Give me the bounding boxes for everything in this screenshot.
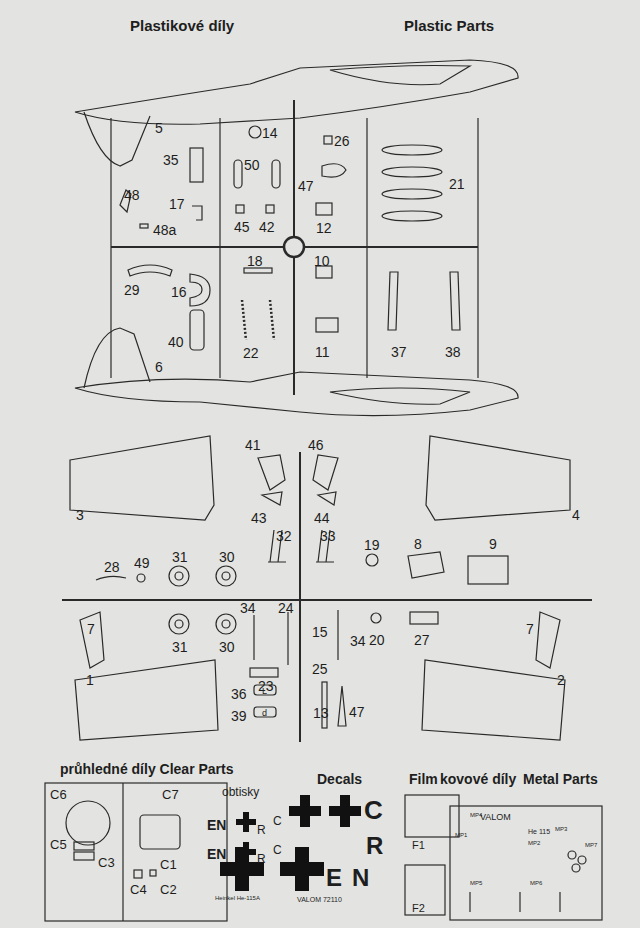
callout-number: C6	[50, 788, 67, 801]
callout-number: 43	[251, 511, 267, 525]
callout-number: 46	[308, 438, 324, 452]
callout-number: 29	[124, 283, 140, 297]
callout-number: 38	[445, 345, 461, 359]
callout-number: R	[257, 824, 266, 836]
callout-number: 26	[334, 134, 350, 148]
callout-number: 31	[172, 640, 188, 654]
section-heading: EN	[207, 818, 226, 832]
callout-number: 9	[489, 537, 497, 551]
callout-number: 22	[243, 346, 259, 360]
section-heading: E	[326, 866, 342, 890]
callout-number: MP1	[455, 832, 467, 838]
callout-number: C2	[160, 883, 177, 896]
callout-number: C4	[130, 883, 147, 896]
callout-number: 19	[364, 538, 380, 552]
callout-number: 7	[526, 622, 534, 636]
section-heading: R	[366, 834, 383, 858]
callout-number: 10	[314, 254, 330, 268]
section-heading: N	[352, 866, 369, 890]
callout-number: 31	[172, 550, 188, 564]
callout-number: 30	[219, 550, 235, 564]
callout-number: VALOM	[480, 813, 511, 822]
callout-number: d	[262, 709, 267, 718]
section-heading: C	[364, 797, 383, 823]
section-heading: EN	[207, 847, 226, 861]
callout-number: 18	[247, 254, 263, 268]
callout-number: F2	[412, 903, 425, 914]
callout-number: 28	[104, 560, 120, 574]
callout-number: C5	[50, 838, 67, 851]
callout-number: 11	[315, 345, 330, 359]
callout-number: 39	[231, 709, 247, 723]
callout-number: MP7	[585, 842, 597, 848]
callout-number: 2	[557, 673, 565, 687]
callout-number: C	[273, 844, 282, 856]
callout-number: MP6	[530, 880, 542, 886]
callout-number: L	[262, 687, 267, 696]
sprue-frame	[111, 100, 478, 395]
callout-number: 47	[298, 179, 314, 193]
callout-number: 32	[276, 529, 292, 543]
callout-number: He 115	[528, 828, 550, 835]
callout-number: 41	[245, 438, 261, 452]
section-heading: Decals	[317, 772, 362, 786]
callout-number: 7	[87, 622, 95, 636]
callout-number: C1	[160, 858, 177, 871]
callout-number: 21	[449, 177, 465, 191]
callout-number: C7	[162, 788, 179, 801]
callout-number: 20	[369, 633, 385, 647]
callout-number: 42	[259, 220, 275, 234]
section-heading: Plastic Parts	[404, 18, 494, 33]
callout-number: 16	[171, 285, 187, 299]
callout-number: 50	[244, 158, 260, 172]
callout-number: 14	[262, 126, 278, 140]
callout-number: 13	[313, 706, 329, 720]
callout-number: 4	[572, 508, 580, 522]
callout-number: obtisky	[222, 786, 259, 798]
callout-number: VALOM 72110	[297, 896, 342, 903]
callout-number: MP2	[528, 840, 540, 846]
callout-number: 34	[350, 634, 366, 648]
section-heading: Film	[409, 772, 438, 786]
callout-number: 37	[391, 345, 407, 359]
callout-number: 48a	[153, 223, 176, 237]
callout-number: MP4	[470, 812, 482, 818]
callout-number: F1	[412, 840, 425, 851]
callout-number: 15	[312, 625, 328, 639]
callout-number: 24	[278, 601, 294, 615]
callout-number: MP5	[470, 880, 482, 886]
callout-number: 34	[240, 601, 256, 615]
callout-number: 36	[231, 687, 247, 701]
callout-number: 47	[349, 705, 365, 719]
callout-number: 48	[124, 188, 140, 202]
callout-number: 1	[86, 673, 94, 687]
callout-number: MP3	[555, 826, 567, 832]
callout-number: Heinkel He-115A	[215, 895, 260, 901]
section-heading: Metal Parts	[523, 772, 598, 786]
section-heading: kovové díly	[440, 772, 516, 786]
callout-number: C	[273, 815, 282, 827]
callout-number: 17	[169, 197, 185, 211]
callout-number: 8	[414, 537, 422, 551]
callout-number: 40	[168, 335, 184, 349]
callout-number: 27	[414, 633, 430, 647]
callout-number: 33	[320, 529, 336, 543]
callout-number: 25	[312, 662, 328, 676]
callout-number: 12	[316, 221, 332, 235]
section-heading: Plastikové díly	[130, 18, 234, 33]
section-heading: průhledné díly Clear Parts	[60, 762, 234, 776]
callout-number: 3	[76, 508, 84, 522]
callout-number: 35	[163, 153, 179, 167]
callout-number: 30	[219, 640, 235, 654]
callout-number: R	[257, 853, 266, 865]
callout-number: 6	[155, 360, 163, 374]
callout-number: C3	[98, 856, 115, 869]
callout-number: 49	[134, 556, 150, 570]
callout-number: 5	[155, 121, 163, 135]
callout-number: 44	[314, 511, 330, 525]
callout-number: 45	[234, 220, 250, 234]
